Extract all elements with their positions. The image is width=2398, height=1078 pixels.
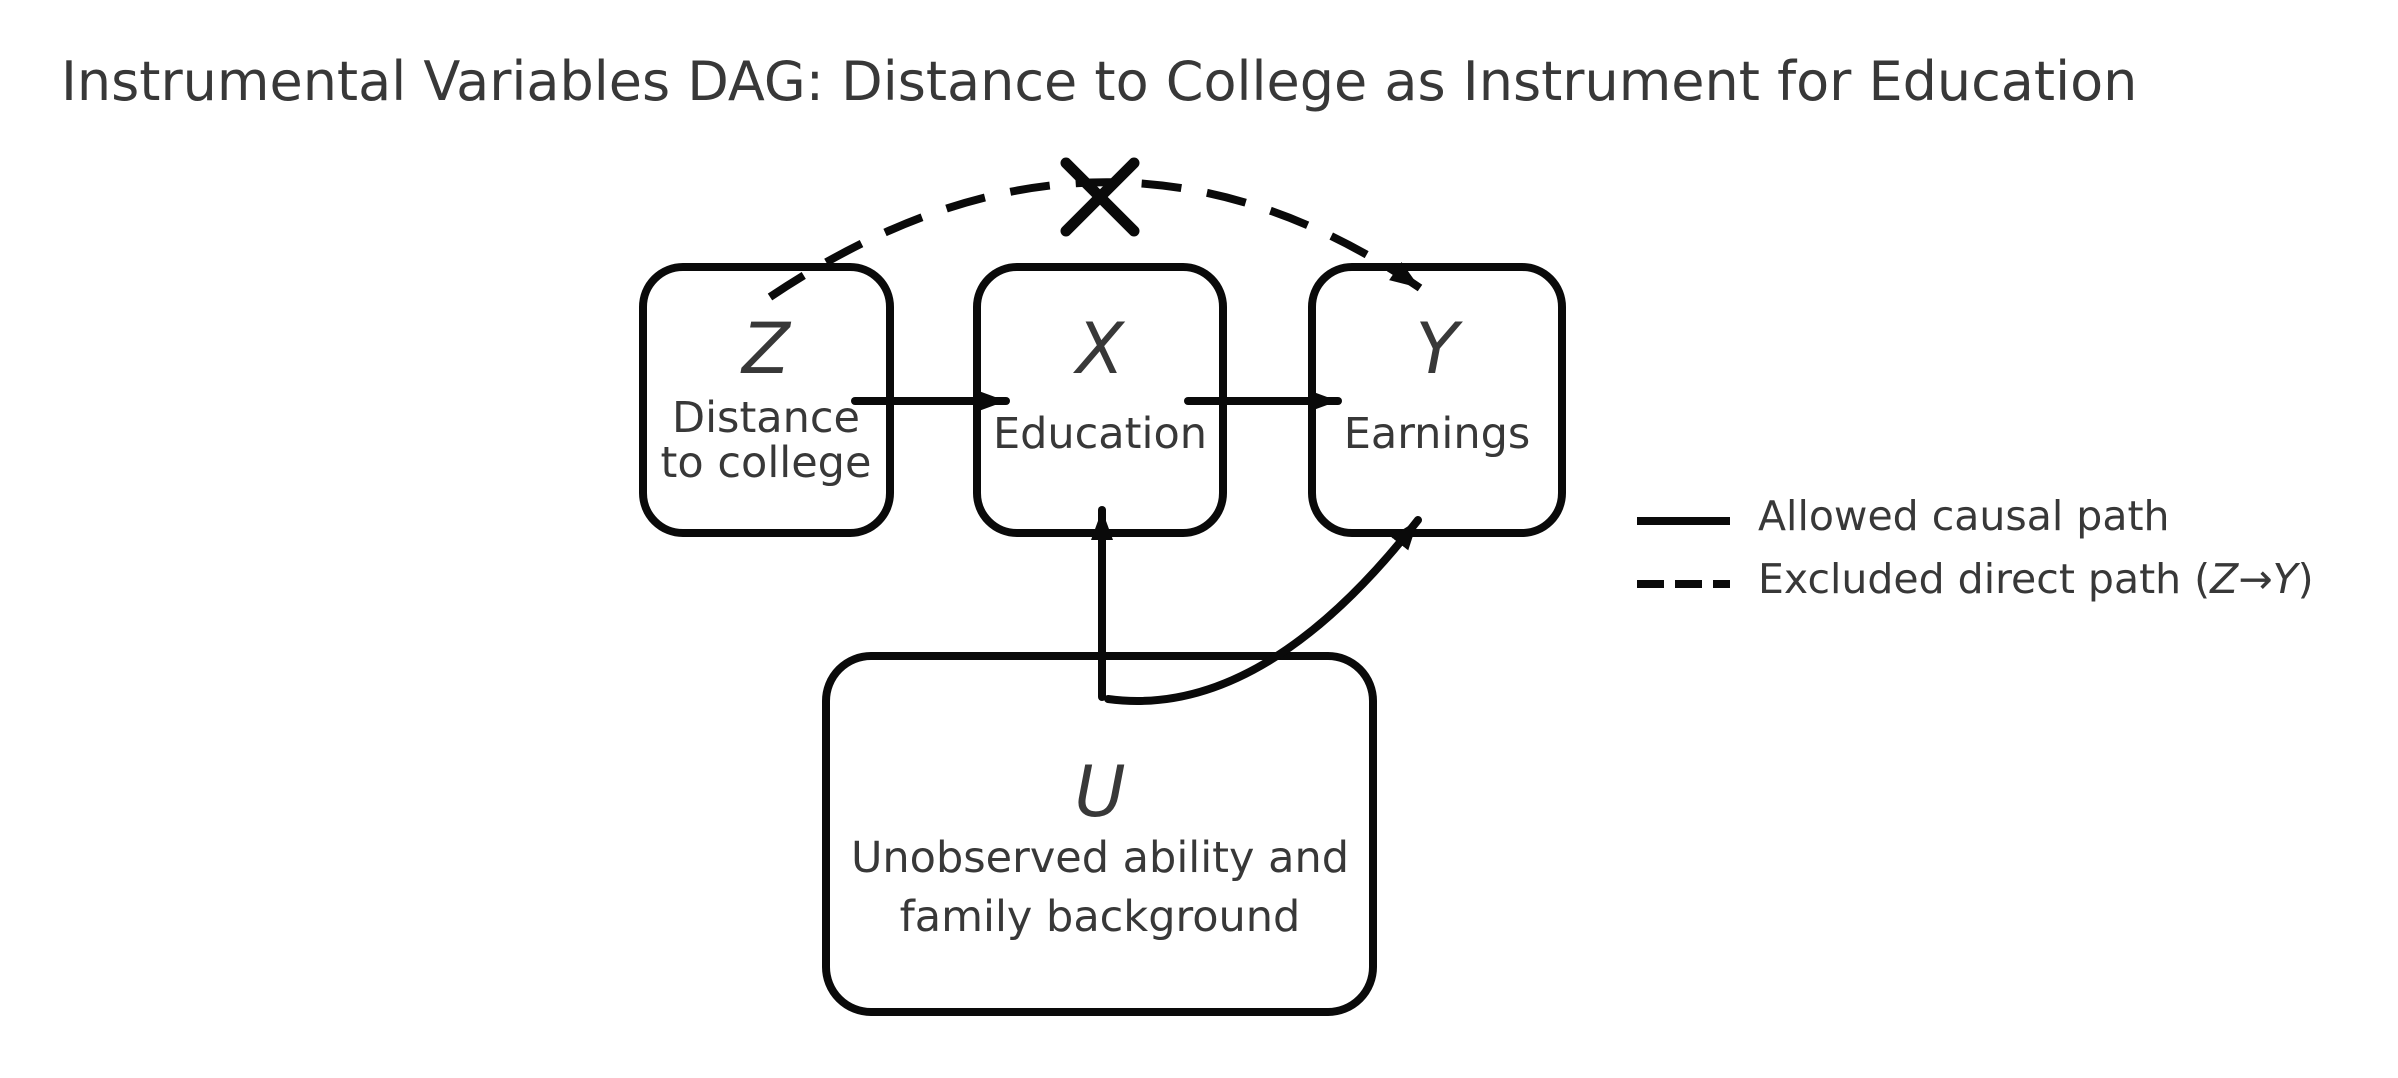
node-x-label: Education: [993, 409, 1207, 459]
node-u-label-line1: Unobserved ability and: [851, 833, 1349, 883]
legend-excluded-prefix: Excluded direct path (: [1758, 555, 2210, 603]
legend-allowed-label: Allowed causal path: [1758, 492, 2170, 540]
node-u-label-line2: family background: [900, 892, 1301, 942]
legend-excluded-vars: Z→Y: [2209, 555, 2300, 603]
legend-excluded-suffix: ): [2298, 555, 2314, 603]
node-z-label-line1: Distance: [672, 393, 860, 443]
exclusion-cross-icon: [1060, 157, 1140, 237]
node-x-symbol: X: [1072, 308, 1126, 390]
node-z-symbol: Z: [740, 308, 792, 390]
edge-z-to-y-dashed-arrow: [767, 178, 1423, 301]
node-u-symbol: U: [1074, 751, 1125, 833]
node-y-label: Earnings: [1344, 409, 1531, 459]
node-y-box: [1308, 263, 1566, 537]
node-y-symbol: Y: [1416, 308, 1464, 390]
legend-excluded-label: Excluded direct path (Z→Y): [1758, 555, 2314, 603]
figure-title: Instrumental Variables DAG: Distance to …: [61, 50, 2137, 113]
node-z-label-line2: to college: [661, 438, 872, 488]
edge-u-to-y-arrow: [1104, 516, 1422, 705]
legend: Allowed causal path Excluded direct path…: [1637, 492, 2314, 603]
